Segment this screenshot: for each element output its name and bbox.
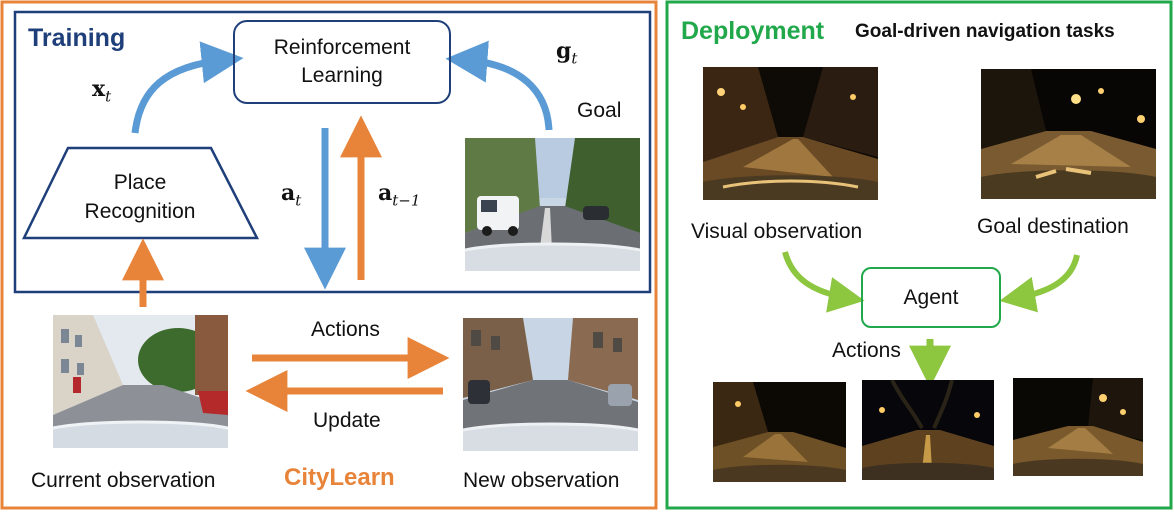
arrow-xt-to-rl <box>131 41 244 134</box>
deployment-panel-frame <box>665 0 1173 510</box>
visual-observation-image <box>703 67 878 200</box>
place-recognition-shape <box>21 146 260 240</box>
a-t-symbol: at <box>281 180 301 209</box>
visual-observation-label: Visual observation <box>691 220 863 243</box>
place-label-line2: Recognition <box>84 200 196 223</box>
action-image-2 <box>862 380 994 480</box>
x-t-symbol: xt <box>92 76 111 105</box>
new-observation-image <box>463 318 638 451</box>
training-panel-frame <box>13 10 652 294</box>
a-prev-symbol: at−1 <box>378 180 420 209</box>
update-label: Update <box>313 409 381 432</box>
citylearn-panel-frame <box>0 0 658 510</box>
goal-destination-image <box>981 69 1156 199</box>
actions-label: Actions <box>311 318 380 341</box>
goal-destination-label: Goal destination <box>977 215 1129 238</box>
goal-image <box>465 138 640 271</box>
a-t-sub: t <box>295 191 302 210</box>
arrow-goal-to-rl <box>445 40 553 131</box>
a-prev-sub: t−1 <box>392 191 421 210</box>
goal-label: Goal <box>577 99 622 122</box>
arrow-goal-to-agent <box>999 254 1080 313</box>
deployment-title: Deployment <box>681 17 825 45</box>
agent-box: Agent <box>861 267 1001 328</box>
g-t-sub: t <box>571 49 578 68</box>
x-t-sub: t <box>105 87 112 106</box>
current-observation-image <box>53 315 228 448</box>
current-observation-label: Current observation <box>31 469 216 492</box>
deployment-actions-label: Actions <box>832 339 901 362</box>
rl-label-line2: Learning <box>301 64 383 87</box>
place-label-line1: Place <box>113 171 167 194</box>
x-t-base: x <box>92 76 106 102</box>
arrow-visual-to-agent <box>782 251 865 313</box>
training-title: Training <box>28 24 126 52</box>
place-recognition-label: Place Recognition <box>40 168 240 226</box>
new-observation-label: New observation <box>463 469 620 492</box>
agent-label: Agent <box>903 285 959 309</box>
g-t-symbol: gt <box>556 38 577 67</box>
a-t-base: a <box>281 180 296 206</box>
g-t-base: g <box>556 38 572 64</box>
citylearn-title: CityLearn <box>284 464 395 491</box>
a-prev-base: a <box>378 180 393 206</box>
deployment-subtitle: Goal-driven navigation tasks <box>855 21 1115 42</box>
reinforcement-learning-box: Reinforcement Learning <box>233 20 451 104</box>
rl-label-line1: Reinforcement <box>273 36 411 59</box>
action-image-3 <box>1013 378 1143 476</box>
action-image-1 <box>713 382 846 482</box>
